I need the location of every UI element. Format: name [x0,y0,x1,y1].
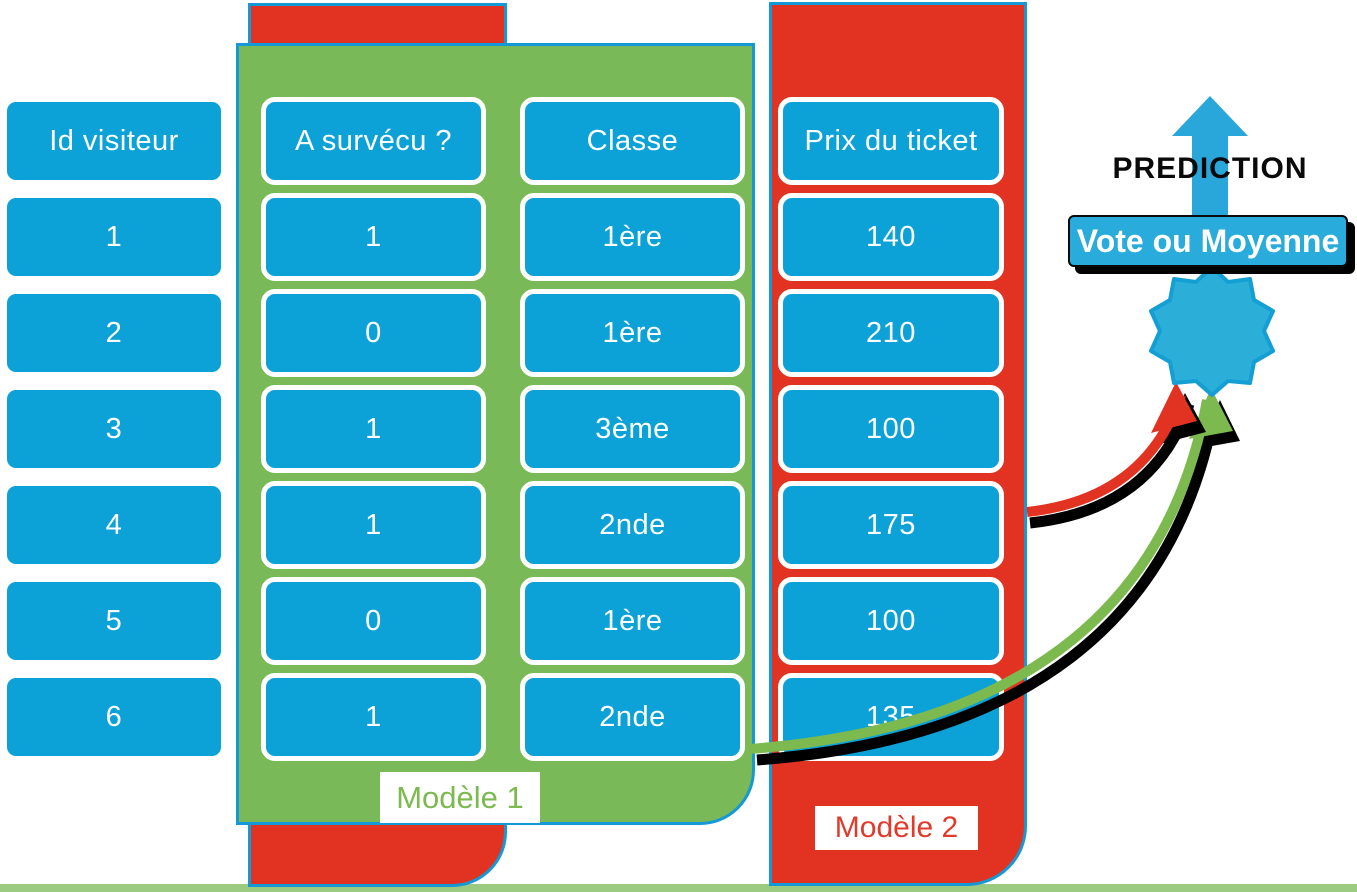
model2-output-arrowhead-shadow [1160,393,1206,444]
model1-label: Modèle 1 [380,772,540,823]
model1-output-arrowhead [1189,388,1233,439]
column-header-id-visiteur: Id visiteur [2,97,226,185]
cell-id-visiteur-row1: 1 [2,193,226,281]
cell-classe-row1: 1ère [520,193,745,281]
bottom-edge-strip [0,884,1357,892]
combiner-box-label: Vote ou Moyenne [1076,222,1340,259]
cell-a-survecu-row5: 0 [261,577,486,665]
cell-id-visiteur-row5: 5 [2,577,226,665]
cell-id-visiteur-row6: 6 [2,673,226,761]
model2-label: Modèle 2 [815,806,978,850]
column-header-a-survecu: A survécu ? [261,97,486,185]
cell-id-visiteur-row4: 4 [2,481,226,569]
cell-a-survecu-row4: 1 [261,481,486,569]
cell-prix-du-ticket-row5: 100 [778,577,1004,665]
cell-classe-row6: 2nde [520,673,745,761]
cell-classe-row3: 3ème [520,385,745,473]
column-header-prix-du-ticket: Prix du ticket [778,97,1004,185]
cell-prix-du-ticket-row3: 100 [778,385,1004,473]
cell-classe-row2: 1ère [520,289,745,377]
cell-id-visiteur-row3: 3 [2,385,226,473]
cell-prix-du-ticket-row4: 175 [778,481,1004,569]
cell-a-survecu-row1: 1 [261,193,486,281]
model2-output-arrow-icon [1026,393,1186,517]
model2-output-arrowhead [1151,382,1197,433]
cell-a-survecu-row2: 0 [261,289,486,377]
model2-label-text: Modèle 2 [834,811,959,844]
cell-id-visiteur-row2: 2 [2,289,226,377]
cell-prix-du-ticket-row2: 210 [778,289,1004,377]
model1-label-text: Modèle 1 [396,779,524,815]
cell-classe-row5: 1ère [520,577,745,665]
cell-prix-du-ticket-row1: 140 [778,193,1004,281]
model2-output-arrow-shadow [1029,402,1195,529]
cell-a-survecu-row6: 1 [261,673,486,761]
combiner-box: Vote ou Moyenne [1068,215,1348,267]
prediction-title: PREDICTION [1112,152,1308,185]
aggregation-starburst-icon [1149,265,1275,397]
cell-prix-du-ticket-row6: 135 [778,673,1004,761]
column-header-classe: Classe [520,97,745,185]
cell-a-survecu-row3: 1 [261,385,486,473]
model1-output-arrowhead-shadow [1195,400,1240,449]
cell-classe-row4: 2nde [520,481,745,569]
